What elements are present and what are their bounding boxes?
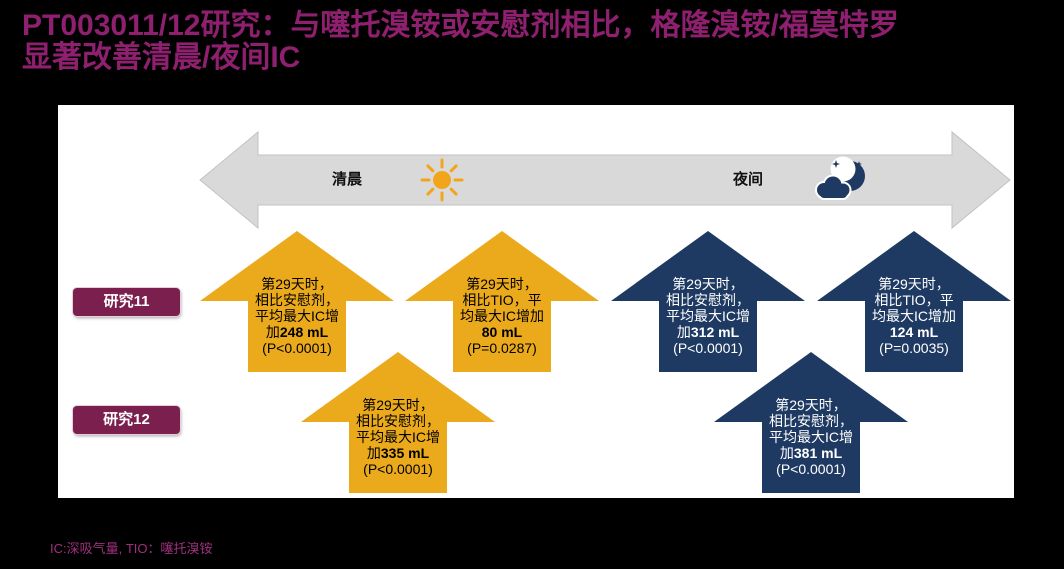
up-arrow-shape: [405, 231, 599, 372]
p-value: (P<0.0001): [363, 461, 433, 477]
study12-night-placebo-arrow: 第29天时， 相比安慰剂， 平均最大IC增 加381 mL (P<0.0001): [714, 352, 908, 493]
arrow-text: 第29天时， 相比安慰剂， 平均最大IC增 加335 mL (P<0.0001): [301, 397, 495, 477]
arrow-value-line: 加335 mL: [301, 445, 495, 461]
star-icon: [832, 160, 840, 168]
p-value: (P<0.0001): [776, 461, 846, 477]
ic-increase-value: 312 mL: [690, 324, 740, 340]
arrow-line: 相比TIO，平: [874, 292, 954, 308]
up-arrow-shape: [714, 352, 908, 493]
sun-rays: [420, 158, 464, 202]
value-prefix: 加: [676, 324, 691, 340]
value-prefix: 加: [779, 445, 794, 461]
arrow-line: 第29天时，: [775, 397, 847, 413]
morning-label: 清晨: [332, 171, 363, 188]
ic-increase-value: 80 mL: [481, 324, 523, 340]
arrow-line: 相比TIO，平: [462, 292, 542, 308]
up-arrow-shape: [611, 231, 805, 372]
study11-night-placebo-arrow: 第29天时， 相比安慰剂， 平均最大IC增 加312 mL (P<0.0001): [611, 231, 805, 372]
arrow-text: 第29天时， 相比安慰剂， 平均最大IC增 加381 mL (P<0.0001): [714, 397, 908, 477]
ic-increase-value: 335 mL: [380, 445, 430, 461]
arrow-line: 第29天时，: [261, 276, 333, 292]
up-arrow-shape: [200, 231, 394, 372]
arrow-line: 第29天时，: [362, 397, 434, 413]
value-prefix: 加: [265, 324, 280, 340]
arrow-line: 相比安慰剂，: [255, 292, 339, 308]
study11-morning-tio-arrow: 第29天时， 相比TIO，平 均最大IC增加 80 mL (P=0.0287): [405, 231, 599, 372]
up-arrow-shape: [301, 352, 495, 493]
arrow-value-line: 124 mL: [817, 324, 1011, 340]
arrow-line: 相比安慰剂，: [769, 413, 853, 429]
arrow-line: 平均最大IC增: [255, 308, 339, 324]
study11-night-tio-arrow: 第29天时， 相比TIO，平 均最大IC增加 124 mL (P=0.0035): [817, 231, 1011, 372]
title-line-2: 显著改善清晨/夜间IC: [22, 41, 301, 74]
p-value: (P<0.0001): [673, 340, 743, 356]
study11-morning-placebo-arrow: 第29天时， 相比安慰剂， 平均最大IC增 加248 mL (P<0.0001): [200, 231, 394, 372]
sun-body: [433, 171, 451, 189]
arrow-value-line: 加381 mL: [714, 445, 908, 461]
arrow-line: 相比安慰剂，: [666, 292, 750, 308]
arrow-line: 平均最大IC增: [769, 429, 853, 445]
arrow-line: 均最大IC增加: [460, 308, 544, 324]
up-arrow-shape: [817, 231, 1011, 372]
timeline-double-arrow: [199, 130, 1011, 230]
arrow-line: 第29天时，: [878, 276, 950, 292]
ic-increase-value: 248 mL: [279, 324, 329, 340]
arrow-line: 平均最大IC增: [666, 308, 750, 324]
p-value: (P=0.0287): [467, 340, 537, 356]
timeline-arrow-shape: [199, 130, 1011, 230]
value-prefix: 加: [366, 445, 381, 461]
p-value: (P=0.0035): [879, 340, 949, 356]
arrow-value-line: 加248 mL: [200, 324, 394, 340]
title-line-1: PT003011/12研究：与噻托溴铵或安慰剂相比，格隆溴铵/福莫特罗: [22, 9, 899, 42]
arrow-text: 第29天时， 相比TIO，平 均最大IC增加 124 mL (P=0.0035): [817, 276, 1011, 356]
ic-increase-value: 124 mL: [889, 324, 939, 340]
arrow-line: 第29天时，: [672, 276, 744, 292]
arrow-value-line: 80 mL: [405, 324, 599, 340]
ic-increase-value: 381 mL: [793, 445, 843, 461]
night-label: 夜间: [733, 171, 764, 188]
arrow-line: 相比安慰剂，: [356, 413, 440, 429]
footnote: IC:深吸气量, TIO：噻托溴铵: [50, 541, 213, 556]
cloud-icon: [817, 176, 850, 198]
content-panel: 清晨 夜间: [58, 105, 1014, 498]
arrow-line: 均最大IC增加: [872, 308, 956, 324]
star-icon: [856, 161, 862, 167]
arrow-value-line: 加312 mL: [611, 324, 805, 340]
study-11-badge: 研究11: [73, 288, 180, 316]
slide-title: PT003011/12研究：与噻托溴铵或安慰剂相比，格隆溴铵/福莫特罗 显著改善…: [22, 10, 899, 74]
study-12-badge: 研究12: [73, 406, 180, 434]
arrow-text: 第29天时， 相比安慰剂， 平均最大IC增 加312 mL (P<0.0001): [611, 276, 805, 356]
arrow-line: 平均最大IC增: [356, 429, 440, 445]
study12-morning-placebo-arrow: 第29天时， 相比安慰剂， 平均最大IC增 加335 mL (P<0.0001): [301, 352, 495, 493]
arrow-text: 第29天时， 相比安慰剂， 平均最大IC增 加248 mL (P<0.0001): [200, 276, 394, 356]
sun-icon: [420, 158, 464, 202]
arrow-text: 第29天时， 相比TIO，平 均最大IC增加 80 mL (P=0.0287): [405, 276, 599, 356]
arrow-line: 第29天时，: [466, 276, 538, 292]
p-value: (P<0.0001): [262, 340, 332, 356]
moon-cloud-icon: [815, 156, 865, 200]
